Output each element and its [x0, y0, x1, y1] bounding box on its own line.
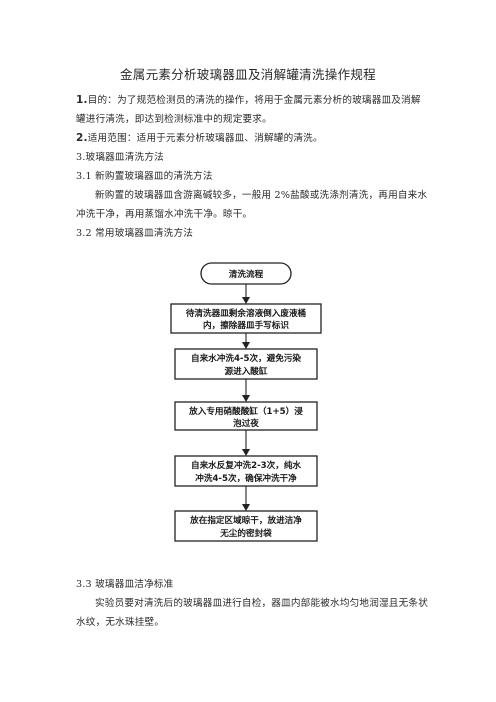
- section-1-purpose: 1.目的：为了规范检测员的清洗的操作，将用于金属元素分析的玻璃器皿及消解罐进行清…: [76, 91, 428, 129]
- flow-step-4-line-2: 冲洗4-5次，确保冲洗干净: [195, 472, 297, 484]
- flow-step-2: [174, 348, 318, 380]
- flow-step-1: [170, 303, 322, 334]
- flow-step-3-line-1: 放入专用硝酸酸缸（1+5）浸: [188, 405, 303, 417]
- section-3-1-body: 新购置的玻璃器皿含游离碱较多，一般用 2%盐酸或洗涤剂清洗，再用自来水冲洗干净，…: [76, 190, 428, 220]
- flow-step-1-line-2: 内，擦除器皿手写标识: [203, 319, 289, 331]
- flow-step-1-line-1: 待清洗器皿剩余溶液倒入废液桶: [186, 307, 307, 319]
- flow-step-3: [174, 401, 318, 431]
- section-3-1-heading: 3.1 新购置玻璃器皿的清洗方法: [76, 171, 213, 182]
- section-2-scope: 2.适用范围：适用于元素分析玻璃器皿、消解罐的清洗。: [76, 129, 428, 148]
- section-1-number: 1.: [76, 94, 88, 106]
- section-3-heading: 3.玻璃器皿清洗方法: [76, 152, 164, 163]
- flow-step-2-line-1: 自来水冲洗4-5次，避免污染: [191, 352, 301, 364]
- flow-step-5-line-2: 无尘的密封袋: [219, 527, 272, 539]
- section-3-3-body: 实验员要对清洗后的玻璃器皿进行自检，器皿内部能被水均匀地润湿且无条状水纹，无水珠…: [76, 598, 428, 628]
- flow-step-5: [174, 510, 318, 542]
- section-1-text: 目的：为了规范检测员的清洗的操作，将用于金属元素分析的玻璃器皿及消解罐进行清洗，…: [76, 95, 421, 125]
- flow-step-2-line-2: 源进入酸缸: [224, 365, 268, 377]
- section-2-text: 适用范围：适用于元素分析玻璃器皿、消解罐的清洗。: [87, 133, 323, 144]
- document-title: 金属元素分析玻璃器皿及消解罐清洗操作规程: [119, 67, 376, 82]
- flow-step-3-line-2: 泡过夜: [233, 417, 259, 429]
- section-2-number: 2.: [76, 132, 88, 144]
- flow-start-label: 清洗流程: [229, 268, 264, 280]
- flow-step-4-line-1: 自来水反复冲洗2-3次，纯水: [191, 459, 301, 471]
- section-3-2-heading: 3.2 常用玻璃器皿清洗方法: [76, 228, 194, 239]
- flow-step-5-line-1: 放在指定区域晾干，放进洁净: [189, 514, 302, 526]
- section-3-3-heading: 3.3 玻璃器皿洁净标准: [76, 579, 174, 590]
